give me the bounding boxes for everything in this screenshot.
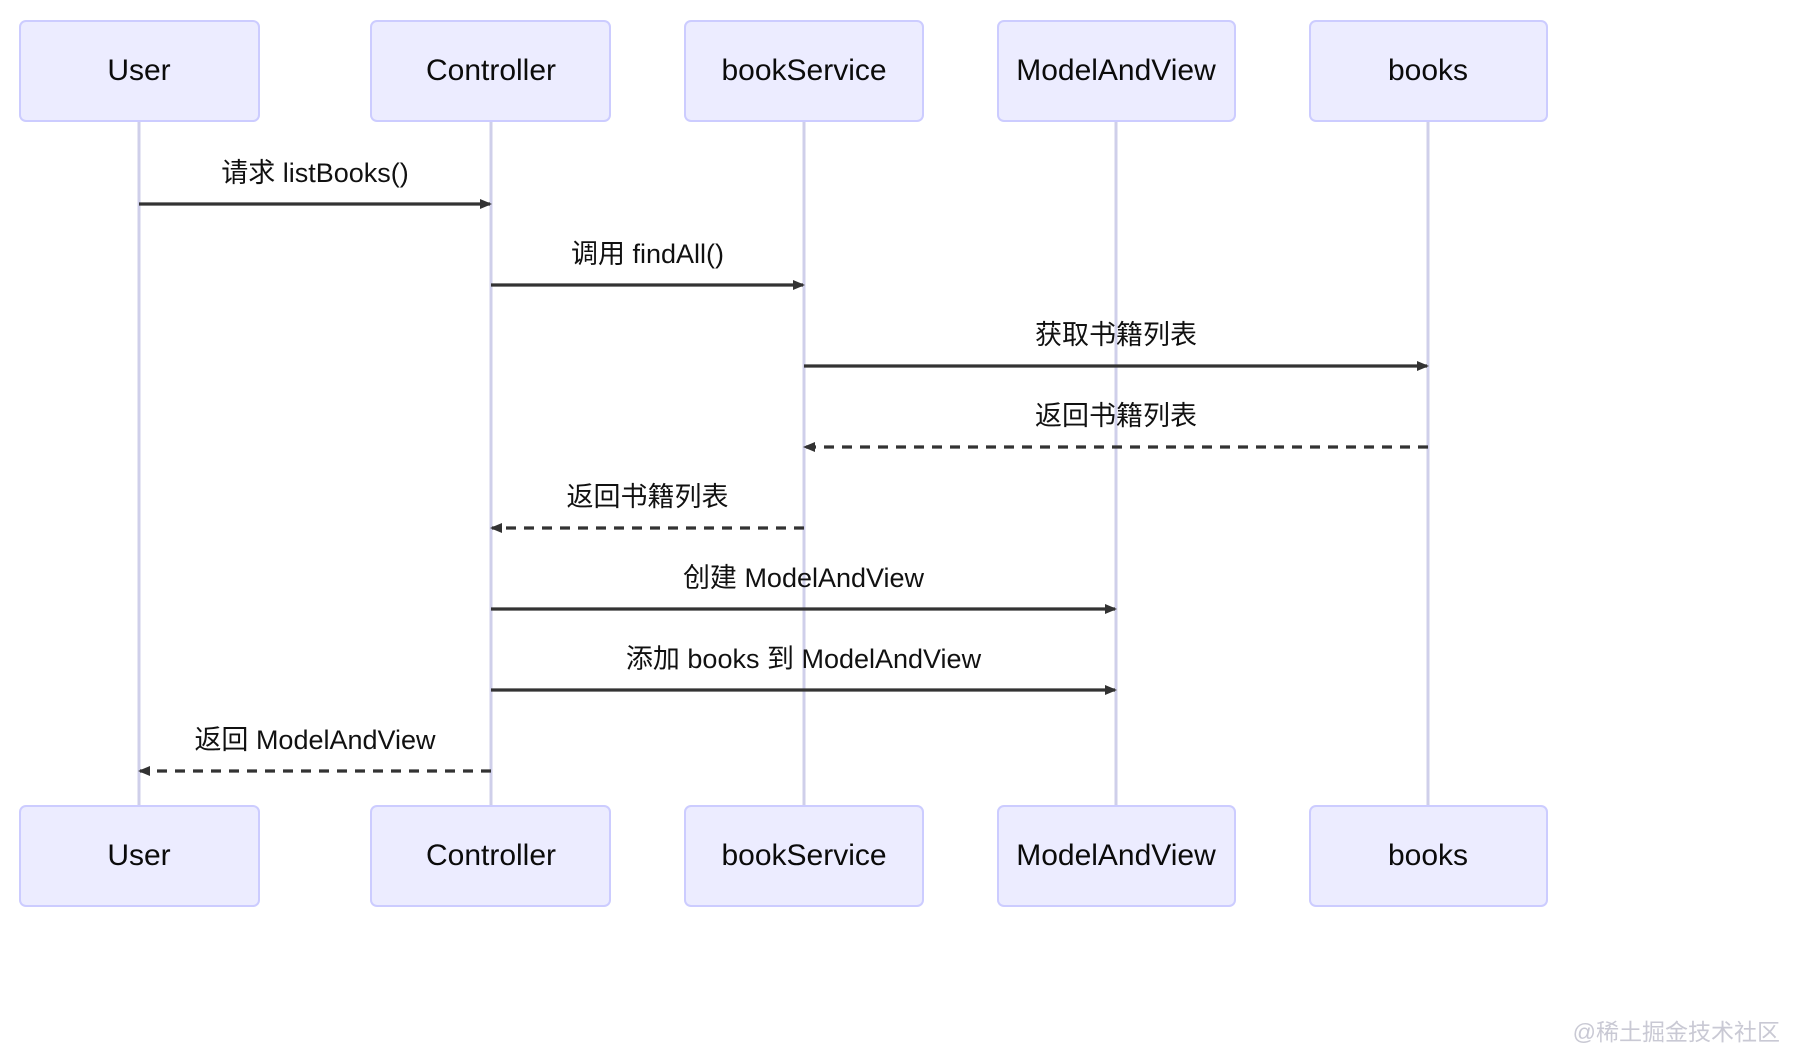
- actor-label-bottom-controller: Controller: [426, 839, 556, 872]
- actor-label-top-controller: Controller: [426, 54, 556, 87]
- header-actor-boxes: User Controller bookService ModelAndView boo…: [19, 20, 1548, 122]
- watermark-label: @稀土掘金技术社区: [1573, 1019, 1780, 1045]
- message-label-7: 添加 books 到 ModelAndView: [626, 644, 982, 674]
- message-label-1: 请求 listBooks(): [221, 158, 409, 188]
- lifeline-group: [137, 121, 1430, 806]
- message-label-8: 返回 ModelAndView: [194, 725, 436, 755]
- message-label-6: 创建 ModelAndView: [683, 563, 925, 593]
- actor-box-top-books[interactable]: [1309, 20, 1548, 122]
- actor-box-bottom-bookservice[interactable]: [684, 805, 924, 907]
- message-label-5: 返回书籍列表: [567, 482, 729, 512]
- actor-label-bottom-books: books: [1388, 839, 1468, 872]
- actor-box-bottom-user[interactable]: [19, 805, 260, 907]
- actor-label-top-bookservice: bookService: [721, 54, 886, 87]
- message-group: 请求 listBooks()调用 findAll()获取书籍列表返回书籍列表返回…: [138, 158, 1429, 776]
- actor-box-top-controller[interactable]: [370, 20, 611, 122]
- actor-label-top-books: books: [1388, 54, 1468, 87]
- actor-label-top-user: User: [107, 54, 170, 87]
- message-label-2: 调用 findAll(): [571, 239, 724, 269]
- actor-box-bottom-modelandview[interactable]: [997, 805, 1236, 907]
- actor-box-top-modelandview[interactable]: [997, 20, 1236, 122]
- actor-box-top-bookservice[interactable]: [684, 20, 924, 122]
- actor-label-bottom-bookservice: bookService: [721, 839, 886, 872]
- actor-label-bottom-modelandview: ModelAndView: [1016, 839, 1216, 872]
- actor-label-bottom-user: User: [107, 839, 170, 872]
- actor-box-bottom-books[interactable]: [1309, 805, 1548, 907]
- footer-actor-boxes: User Controller bookService ModelAndView boo…: [19, 805, 1548, 907]
- actor-label-top-modelandview: ModelAndView: [1016, 54, 1216, 87]
- actor-box-bottom-controller[interactable]: [370, 805, 611, 907]
- message-label-4: 返回书籍列表: [1035, 401, 1197, 431]
- actor-box-top-user[interactable]: [19, 20, 260, 122]
- message-label-3: 获取书籍列表: [1035, 320, 1197, 350]
